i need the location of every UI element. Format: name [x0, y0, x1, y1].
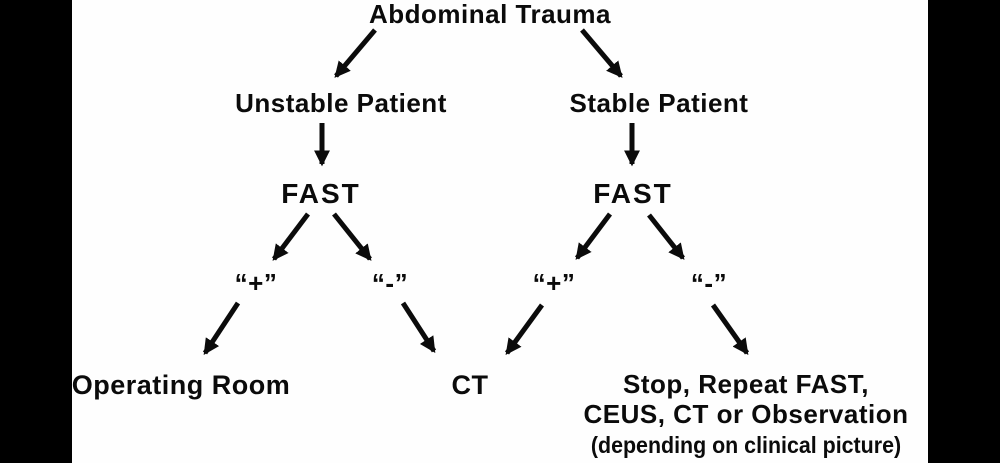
right-letterbox-bar — [928, 0, 1000, 463]
node-operating-room: Operating Room — [71, 370, 291, 400]
node-stable-fast-positive: “+” — [532, 268, 576, 298]
node-abdominal-trauma: Abdominal Trauma — [368, 0, 612, 29]
node-fast-unstable: FAST — [281, 178, 361, 209]
node-unstable-fast-negative: “-” — [371, 268, 409, 298]
node-stable-fast-negative: “-” — [690, 268, 728, 298]
outcome-line-3: (depending on clinical picture) — [590, 432, 902, 458]
node-stable-negative-outcome: Stop, Repeat FAST, CEUS, CT or Observati… — [579, 369, 913, 460]
left-letterbox-bar — [0, 0, 72, 463]
outcome-line-2: CEUS, CT or Observation — [583, 399, 909, 429]
outcome-line-1: Stop, Repeat FAST, — [623, 369, 869, 399]
node-unstable-fast-positive: “+” — [234, 268, 278, 298]
node-fast-stable: FAST — [593, 178, 673, 209]
node-stable-patient: Stable Patient — [569, 88, 749, 118]
node-ct: CT — [451, 370, 489, 400]
flowchart-canvas — [72, 0, 928, 463]
node-unstable-patient: Unstable Patient — [235, 88, 447, 118]
